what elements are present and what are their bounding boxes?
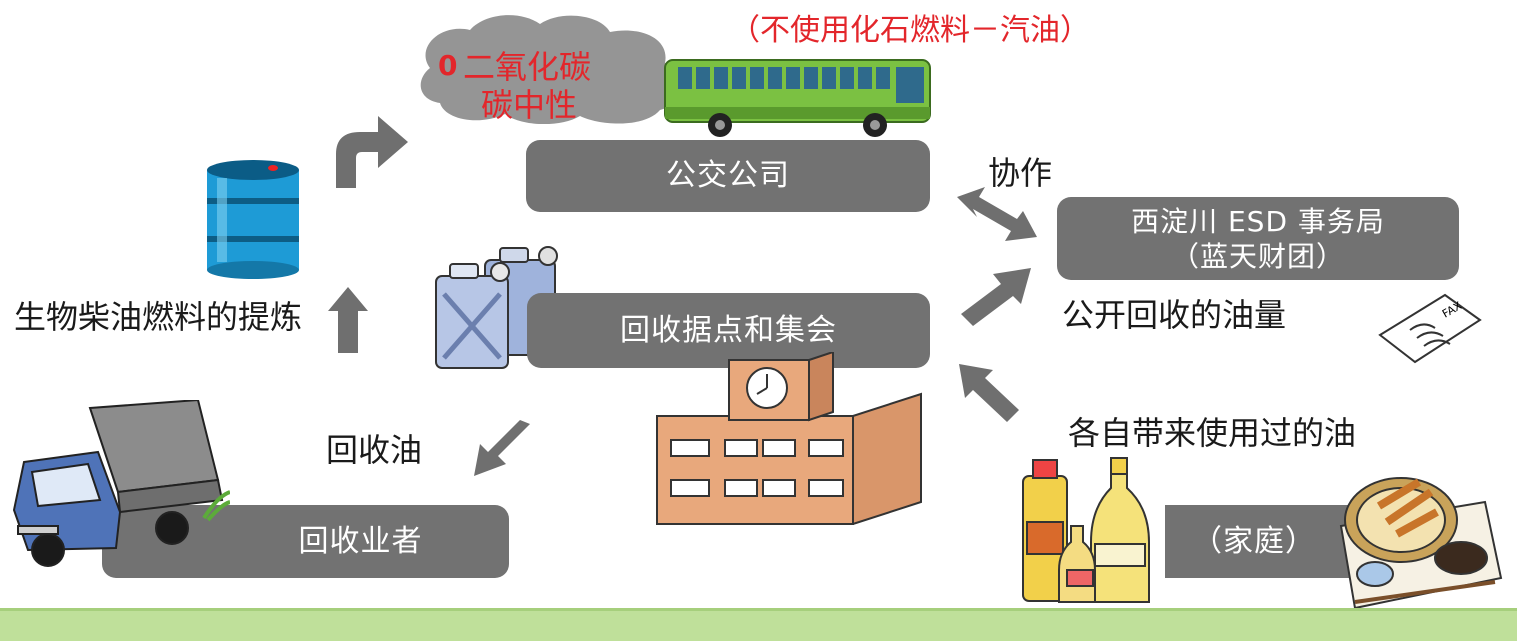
esd-office-title: 西淀川 ESD 事务局 [1131, 204, 1385, 238]
arrow-collection-to-esd [961, 268, 1031, 326]
cooperation-label: 协作 [988, 154, 1053, 192]
esd-office-box: 西淀川 ESD 事务局 （蓝天财团） [1057, 197, 1459, 280]
bus-company-label: 公交公司 [666, 158, 790, 194]
carbon-neutral-label: 碳中性 [481, 86, 578, 124]
collection-point-label: 回收据点和集会 [620, 312, 837, 348]
school-building [656, 352, 922, 525]
bus-illustration [664, 59, 931, 137]
tempura-meal [1339, 477, 1503, 610]
cooperation-double-arrow [957, 187, 1037, 241]
arrow-household-to-collection [959, 364, 1019, 422]
document-icon: FAX [1378, 293, 1482, 364]
bring-used-oil-label: 各自带来使用过的油 [1068, 414, 1357, 452]
oil-drum [207, 160, 299, 279]
arrow-up-to-drum [328, 287, 368, 353]
smoke-cloud [420, 15, 684, 125]
co2-label: 二氧化碳 [463, 48, 592, 86]
oil-bottles [1015, 452, 1165, 607]
no-fossil-fuel-note: （不使用化石燃料－汽油） [730, 13, 1090, 48]
publish-amount-label: 公开回收的油量 [1062, 296, 1287, 334]
biodiesel-refining-label: 生物柴油燃料的提炼 [14, 298, 303, 336]
esd-office-subtitle: （蓝天财团） [1170, 239, 1345, 273]
bottom-band [0, 608, 1517, 641]
bus-company-box: 公交公司 [526, 140, 930, 212]
arrow-drum-to-bus [336, 116, 408, 188]
collection-point-box: 回收据点和集会 [527, 293, 930, 368]
arrow-collection-to-recycler [474, 420, 530, 476]
truck-illustration [12, 400, 230, 567]
jerry-cans [435, 246, 558, 369]
collected-oil-label: 回收油 [326, 431, 423, 469]
household-label: （家庭） [1192, 523, 1316, 559]
zero-badge: 0 [438, 49, 458, 82]
recycler-label: 回收业者 [298, 523, 423, 559]
